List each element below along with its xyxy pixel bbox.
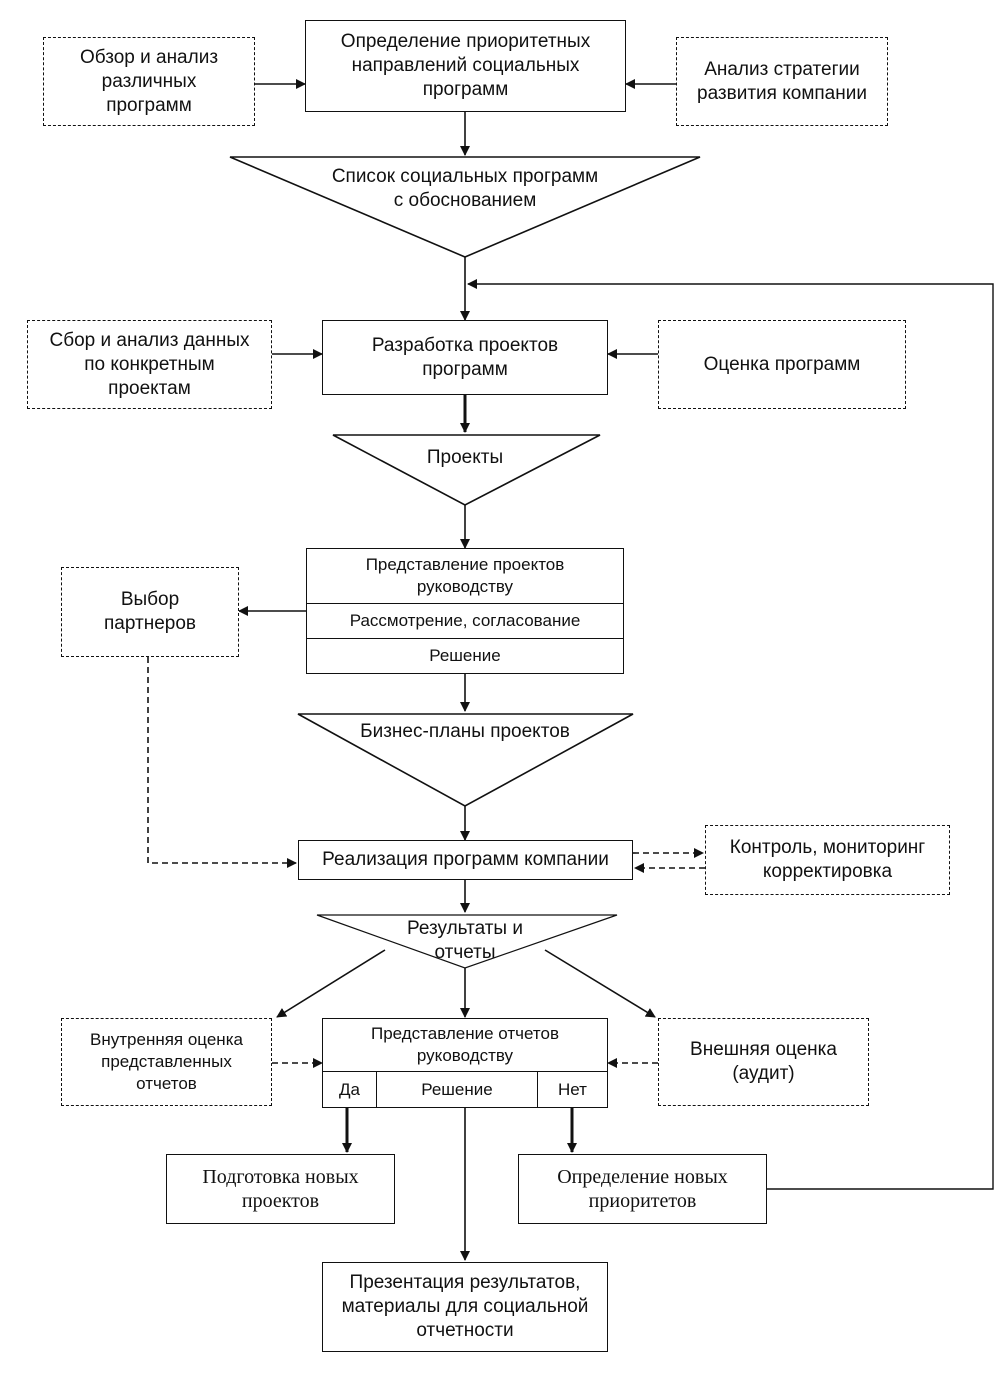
arrow-partners-to-impl xyxy=(147,657,297,868)
business-plans-triangle xyxy=(297,713,634,807)
external-eval-label: Внешняя оценка (аудит) xyxy=(690,1039,837,1084)
partner-choice-box: Выбор партнеров xyxy=(61,567,239,657)
develop-projects-label: Разработка проектов программ xyxy=(371,334,559,380)
internal-eval-box: Внутренняя оценка представленных отчетов xyxy=(61,1018,272,1106)
report-presentation-title: Представление отчетов руководству xyxy=(371,1024,559,1065)
decision-no-cell: Нет xyxy=(537,1071,607,1107)
review-programs-label: Обзор и анализ различных программ xyxy=(79,46,219,116)
program-list-label: Список социальных программ с обоснование… xyxy=(331,166,599,211)
partner-choice-label: Выбор партнеров xyxy=(104,589,196,634)
mgmt-presentation-box: Представление проектов руководству Рассм… xyxy=(306,548,624,674)
evaluate-programs-label: Оценка программ xyxy=(703,353,861,375)
arrow-results-to-internal xyxy=(276,949,386,1018)
evaluate-programs-box: Оценка программ xyxy=(658,320,906,409)
mgmt-presentation-row2: Рассмотрение, согласование xyxy=(307,604,623,639)
presentation-results-box: Презентация результатов, материалы для с… xyxy=(322,1262,608,1352)
new-projects-label: Подготовка новых проектов xyxy=(202,1166,359,1212)
implementation-box: Реализация программ компании xyxy=(298,840,633,880)
control-label: Контроль, мониторинг корректировка xyxy=(729,837,926,882)
results-triangle xyxy=(316,914,618,969)
external-eval-box: Внешняя оценка (аудит) xyxy=(658,1018,869,1106)
internal-eval-label: Внутренняя оценка представленных отчетов xyxy=(90,1030,243,1093)
decision-yes-cell: Да xyxy=(323,1071,377,1107)
presentation-results-label: Презентация результатов, материалы для с… xyxy=(341,1272,589,1341)
decision-cell: Решение xyxy=(377,1071,537,1107)
new-priorities-label: Определение новых приоритетов xyxy=(557,1166,728,1212)
implementation-label: Реализация программ компании xyxy=(322,849,609,870)
projects-triangle xyxy=(332,434,601,506)
priorities-label: Определение приоритетных направлений соц… xyxy=(340,31,591,100)
report-presentation-box: Представление отчетов руководству Да Реш… xyxy=(322,1018,608,1108)
arrow-feedback-loop xyxy=(467,279,994,1190)
control-box: Контроль, мониторинг корректировка xyxy=(705,825,950,895)
mgmt-presentation-row1: Представление проектов руководству xyxy=(307,549,623,604)
results-label: Результаты и отчеты xyxy=(407,918,523,963)
mgmt-presentation-row3: Решение xyxy=(429,646,501,665)
arrow-results-to-external xyxy=(544,949,656,1018)
collect-data-label: Сбор и анализ данных по конкретным проек… xyxy=(49,329,250,399)
priorities-box: Определение приоритетных направлений соц… xyxy=(305,20,626,112)
review-programs-box: Обзор и анализ различных программ xyxy=(43,37,255,126)
program-list-triangle xyxy=(229,156,701,258)
new-priorities-box: Определение новых приоритетов xyxy=(518,1154,767,1224)
collect-data-box: Сбор и анализ данных по конкретным проек… xyxy=(27,320,272,409)
develop-projects-box: Разработка проектов программ xyxy=(322,320,608,395)
new-projects-box: Подготовка новых проектов xyxy=(166,1154,395,1224)
projects-label: Проекты xyxy=(426,447,504,468)
business-plans-label: Бизнес-планы проектов xyxy=(360,721,570,742)
strategy-analysis-box: Анализ стратегии развития компании xyxy=(676,37,888,126)
strategy-analysis-label: Анализ стратегии развития компании xyxy=(697,58,867,104)
